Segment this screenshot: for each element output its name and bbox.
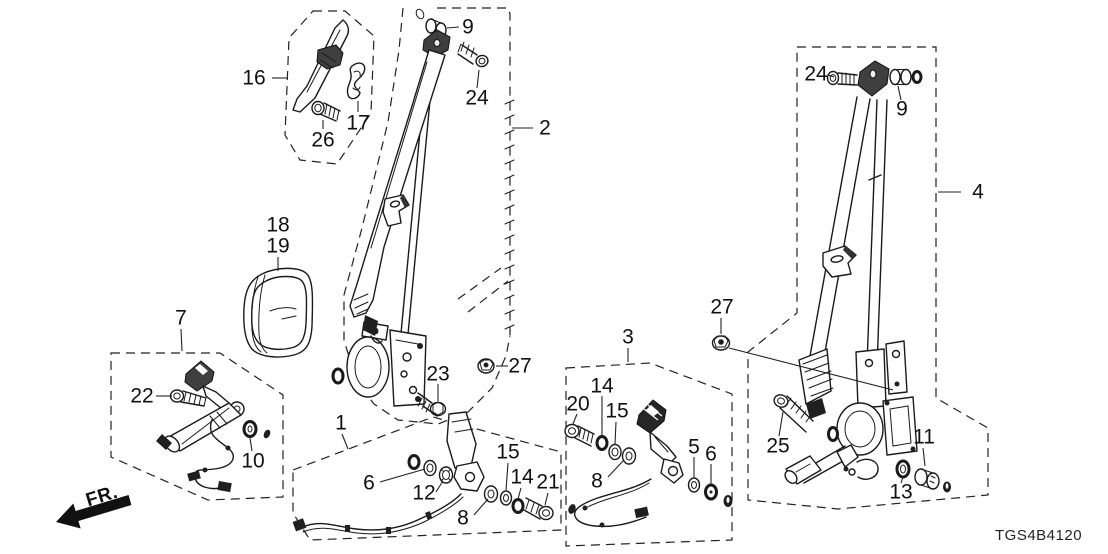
leader-lines xyxy=(156,26,961,516)
seat-belt-right-art xyxy=(711,60,951,493)
callout-9-right[interactable]: 9 xyxy=(896,97,908,121)
pillar-garnish-art xyxy=(292,19,366,122)
callout-3[interactable]: 3 xyxy=(622,325,634,349)
callout-21[interactable]: 21 xyxy=(536,470,560,494)
callout-5[interactable]: 5 xyxy=(688,435,700,459)
callout-2[interactable]: 2 xyxy=(539,116,551,140)
callout-8-left[interactable]: 8 xyxy=(457,506,469,530)
callout-7[interactable]: 7 xyxy=(175,306,187,330)
callout-27-left[interactable]: 27 xyxy=(508,354,532,378)
callout-4[interactable]: 4 xyxy=(972,180,984,204)
callout-24-right[interactable]: 24 xyxy=(804,62,828,86)
diagram-code: TGS4B4120 xyxy=(995,527,1083,544)
callout-20[interactable]: 20 xyxy=(566,392,590,416)
callout-16[interactable]: 16 xyxy=(242,66,266,90)
callout-15-left[interactable]: 15 xyxy=(496,440,520,464)
callout-10[interactable]: 10 xyxy=(241,449,265,473)
seat-belt-left-art xyxy=(331,8,495,417)
callout-8-center[interactable]: 8 xyxy=(591,469,603,493)
callout-18[interactable]: 18 xyxy=(266,213,290,237)
callout-9-left[interactable]: 9 xyxy=(462,15,474,39)
anchor-cover-art xyxy=(243,267,314,358)
fr-arrow-icon xyxy=(56,495,132,529)
buckle-center-art xyxy=(564,399,733,528)
callout-25[interactable]: 25 xyxy=(766,434,790,458)
callout-26[interactable]: 26 xyxy=(311,128,335,152)
callout-14-center[interactable]: 14 xyxy=(590,374,614,398)
lap-belt-left-art xyxy=(292,411,554,535)
callout-19[interactable]: 19 xyxy=(266,234,290,258)
callout-17[interactable]: 17 xyxy=(346,111,370,135)
callout-6-center[interactable]: 6 xyxy=(705,442,717,466)
callout-27-right[interactable]: 27 xyxy=(710,295,734,319)
callout-11[interactable]: 11 xyxy=(913,425,935,449)
callout-12[interactable]: 12 xyxy=(412,481,436,505)
callout-14-left[interactable]: 14 xyxy=(510,465,534,489)
callout-13[interactable]: 13 xyxy=(889,480,913,504)
callout-23[interactable]: 23 xyxy=(426,362,450,386)
callout-15-center[interactable]: 15 xyxy=(605,399,629,423)
callout-24-left[interactable]: 24 xyxy=(465,86,489,110)
callout-1[interactable]: 1 xyxy=(335,411,347,435)
callout-22[interactable]: 22 xyxy=(130,384,154,408)
buckle-left-art xyxy=(156,360,271,493)
callout-6-left[interactable]: 6 xyxy=(363,471,375,495)
